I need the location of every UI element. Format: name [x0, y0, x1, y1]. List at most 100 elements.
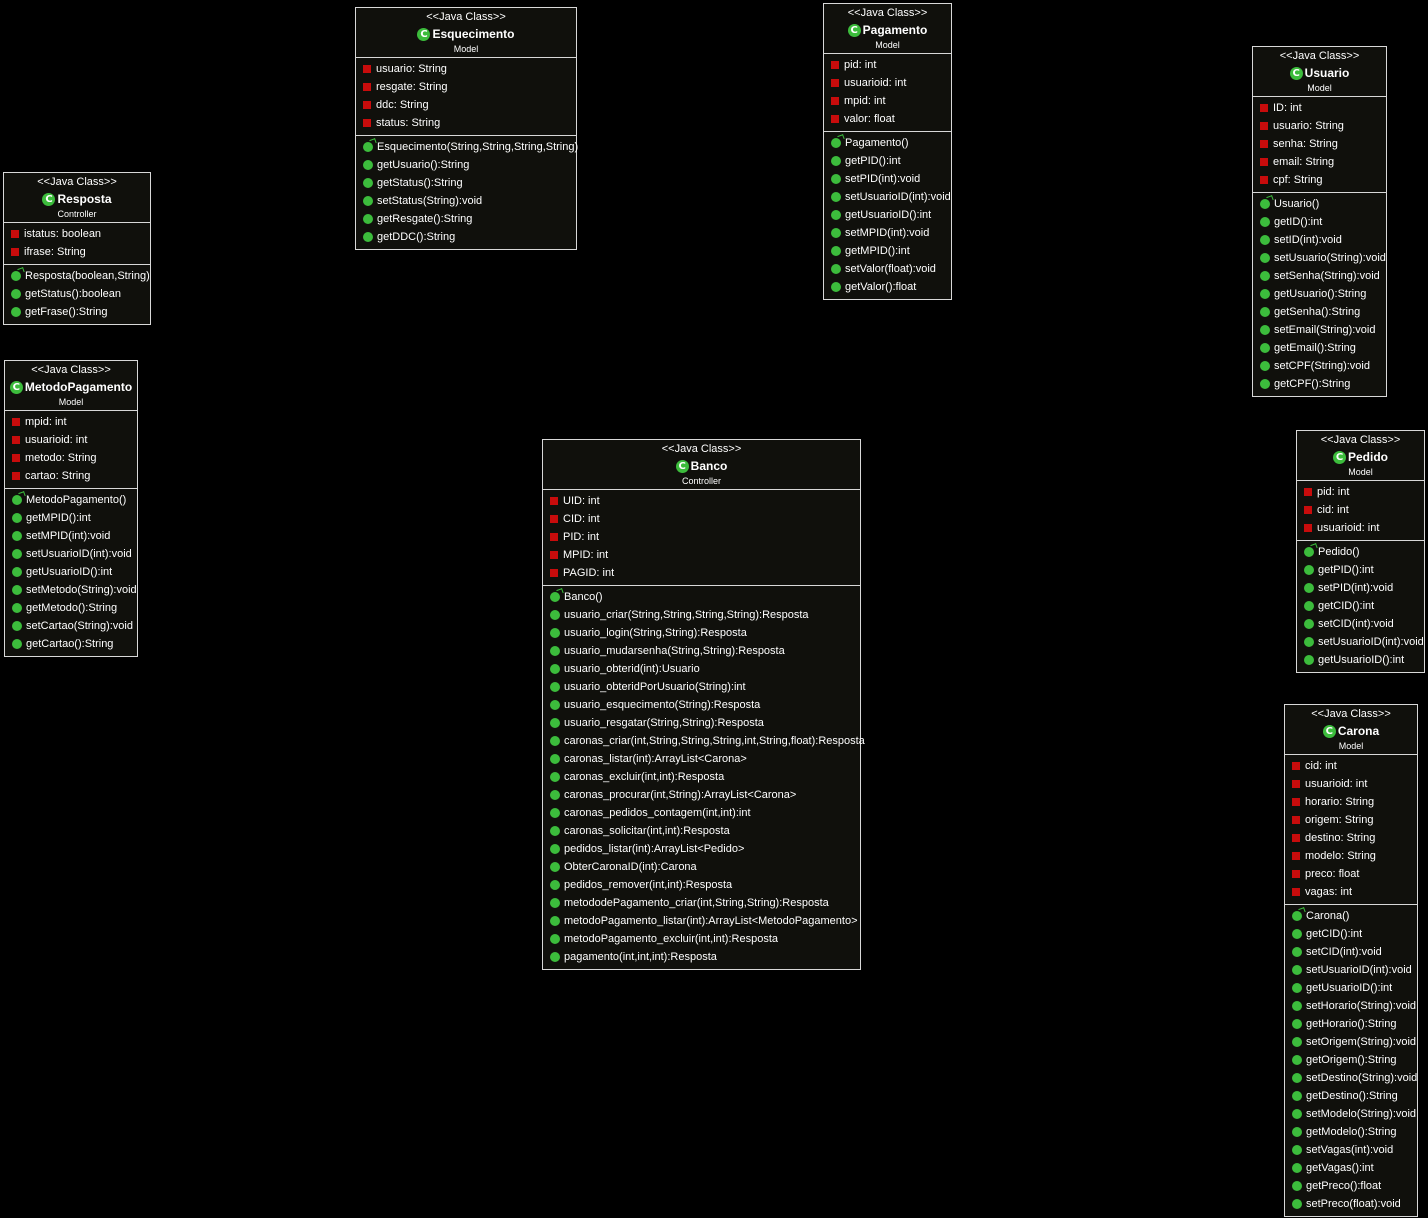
field-row[interactable]: usuario: String	[356, 60, 576, 78]
method-row[interactable]: getUsuarioID():int	[1285, 979, 1417, 997]
method-row[interactable]: setCPF(String):void	[1253, 357, 1386, 375]
method-row[interactable]: getUsuarioID():int	[824, 206, 951, 224]
method-row[interactable]: getUsuario():String	[1253, 285, 1386, 303]
method-row[interactable]: getResgate():String	[356, 210, 576, 228]
method-row[interactable]: setSenha(String):void	[1253, 267, 1386, 285]
method-row[interactable]: setCID(int):void	[1285, 943, 1417, 961]
method-row[interactable]: setUsuario(String):void	[1253, 249, 1386, 267]
method-row[interactable]: Usuario()	[1253, 195, 1386, 213]
field-row[interactable]: mpid: int	[824, 92, 951, 110]
method-row[interactable]: setPID(int):void	[1297, 579, 1424, 597]
method-row[interactable]: caronas_pedidos_contagem(int,int):int	[543, 804, 860, 822]
method-row[interactable]: MetodoPagamento()	[5, 491, 137, 509]
field-row[interactable]: cid: int	[1285, 757, 1417, 775]
field-row[interactable]: usuario: String	[1253, 117, 1386, 135]
field-row[interactable]: istatus: boolean	[4, 225, 150, 243]
method-row[interactable]: metodoPagamento_listar(int):ArrayList<Me…	[543, 912, 860, 930]
field-row[interactable]: resgate: String	[356, 78, 576, 96]
method-row[interactable]: ObterCaronaID(int):Carona	[543, 858, 860, 876]
field-row[interactable]: horario: String	[1285, 793, 1417, 811]
method-row[interactable]: setMetodo(String):void	[5, 581, 137, 599]
method-row[interactable]: setModelo(String):void	[1285, 1105, 1417, 1123]
method-row[interactable]: setOrigem(String):void	[1285, 1033, 1417, 1051]
method-row[interactable]: getValor():float	[824, 278, 951, 296]
method-row[interactable]: getFrase():String	[4, 303, 150, 321]
method-row[interactable]: getUsuarioID():int	[1297, 651, 1424, 669]
method-row[interactable]: getCartao():String	[5, 635, 137, 653]
method-row[interactable]: setUsuarioID(int):void	[1285, 961, 1417, 979]
method-row[interactable]: caronas_criar(int,String,String,String,i…	[543, 732, 865, 750]
method-row[interactable]: getPID():int	[1297, 561, 1424, 579]
field-row[interactable]: senha: String	[1253, 135, 1386, 153]
field-row[interactable]: usuarioid: int	[1285, 775, 1417, 793]
method-row[interactable]: setPreco(float):void	[1285, 1195, 1417, 1213]
field-row[interactable]: usuarioid: int	[1297, 519, 1424, 537]
method-row[interactable]: setVagas(int):void	[1285, 1141, 1417, 1159]
method-row[interactable]: metodoPagamento_excluir(int,int):Respost…	[543, 930, 860, 948]
method-row[interactable]: setDestino(String):void	[1285, 1069, 1417, 1087]
method-row[interactable]: caronas_excluir(int,int):Resposta	[543, 768, 860, 786]
field-row[interactable]: origem: String	[1285, 811, 1417, 829]
field-row[interactable]: metodo: String	[5, 449, 137, 467]
field-row[interactable]: MPID: int	[543, 546, 860, 564]
method-row[interactable]: getPreco():float	[1285, 1177, 1417, 1195]
field-row[interactable]: destino: String	[1285, 829, 1417, 847]
method-row[interactable]: Banco()	[543, 588, 860, 606]
field-row[interactable]: email: String	[1253, 153, 1386, 171]
method-row[interactable]: getVagas():int	[1285, 1159, 1417, 1177]
method-row[interactable]: getCID():int	[1285, 925, 1417, 943]
method-row[interactable]: getStatus():boolean	[4, 285, 150, 303]
field-row[interactable]: pid: int	[1297, 483, 1424, 501]
method-row[interactable]: setHorario(String):void	[1285, 997, 1417, 1015]
method-row[interactable]: usuario_mudarsenha(String,String):Respos…	[543, 642, 860, 660]
method-row[interactable]: setUsuarioID(int):void	[824, 188, 951, 206]
method-row[interactable]: caronas_solicitar(int,int):Resposta	[543, 822, 860, 840]
method-row[interactable]: caronas_listar(int):ArrayList<Carona>	[543, 750, 860, 768]
method-row[interactable]: getCID():int	[1297, 597, 1424, 615]
method-row[interactable]: getUsuario():String	[356, 156, 576, 174]
field-row[interactable]: ID: int	[1253, 99, 1386, 117]
method-row[interactable]: getDDC():String	[356, 228, 576, 246]
method-row[interactable]: getMPID():int	[824, 242, 951, 260]
method-row[interactable]: getSenha():String	[1253, 303, 1386, 321]
method-row[interactable]: usuario_criar(String,String,String,Strin…	[543, 606, 860, 624]
field-row[interactable]: usuarioid: int	[824, 74, 951, 92]
method-row[interactable]: pedidos_remover(int,int):Resposta	[543, 876, 860, 894]
method-row[interactable]: Carona()	[1285, 907, 1417, 925]
method-row[interactable]: setMPID(int):void	[824, 224, 951, 242]
field-row[interactable]: ifrase: String	[4, 243, 150, 261]
method-row[interactable]: getModelo():String	[1285, 1123, 1417, 1141]
method-row[interactable]: metododePagamento_criar(int,String,Strin…	[543, 894, 860, 912]
field-row[interactable]: UID: int	[543, 492, 860, 510]
field-row[interactable]: cpf: String	[1253, 171, 1386, 189]
method-row[interactable]: getID():int	[1253, 213, 1386, 231]
field-row[interactable]: preco: float	[1285, 865, 1417, 883]
field-row[interactable]: vagas: int	[1285, 883, 1417, 901]
method-row[interactable]: getCPF():String	[1253, 375, 1386, 393]
method-row[interactable]: Esquecimento(String,String,String,String…	[356, 138, 578, 156]
method-row[interactable]: usuario_login(String,String):Resposta	[543, 624, 860, 642]
method-row[interactable]: setID(int):void	[1253, 231, 1386, 249]
method-row[interactable]: usuario_esquecimento(String):Resposta	[543, 696, 860, 714]
method-row[interactable]: getStatus():String	[356, 174, 576, 192]
method-row[interactable]: usuario_obteridPorUsuario(String):int	[543, 678, 860, 696]
method-row[interactable]: getPID():int	[824, 152, 951, 170]
field-row[interactable]: pid: int	[824, 56, 951, 74]
method-row[interactable]: setUsuarioID(int):void	[1297, 633, 1424, 651]
method-row[interactable]: getMetodo():String	[5, 599, 137, 617]
method-row[interactable]: setMPID(int):void	[5, 527, 137, 545]
method-row[interactable]: Pagamento()	[824, 134, 951, 152]
method-row[interactable]: setCartao(String):void	[5, 617, 137, 635]
field-row[interactable]: status: String	[356, 114, 576, 132]
method-row[interactable]: setCID(int):void	[1297, 615, 1424, 633]
field-row[interactable]: modelo: String	[1285, 847, 1417, 865]
field-row[interactable]: usuarioid: int	[5, 431, 137, 449]
method-row[interactable]: setEmail(String):void	[1253, 321, 1386, 339]
method-row[interactable]: Resposta(boolean,String)	[4, 267, 150, 285]
method-row[interactable]: setPID(int):void	[824, 170, 951, 188]
method-row[interactable]: setStatus(String):void	[356, 192, 576, 210]
